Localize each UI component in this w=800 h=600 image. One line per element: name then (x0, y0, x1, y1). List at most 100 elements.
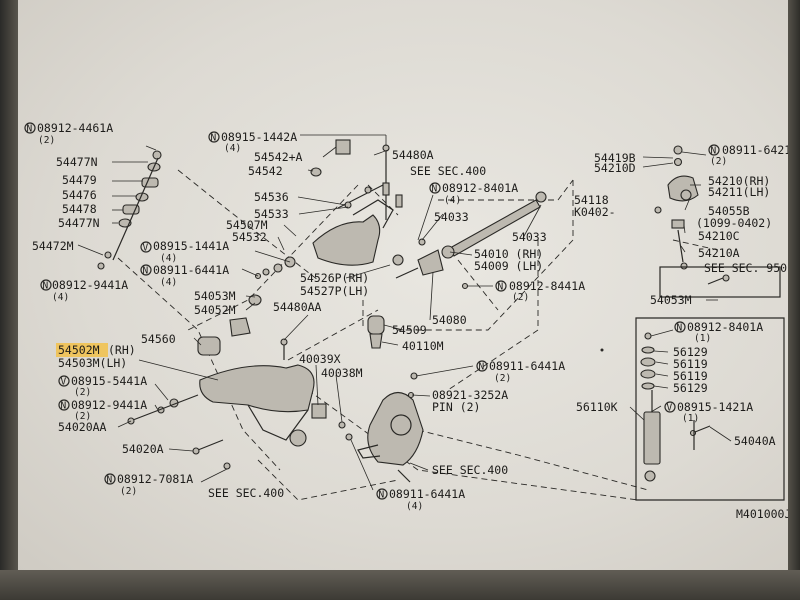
label-54502M: 54502M (58, 343, 100, 357)
label-08912-9441A: 08912-9441A (52, 278, 128, 292)
nut-part (461, 282, 469, 290)
bushing-part (122, 204, 140, 215)
washer-part (262, 268, 270, 276)
bolt-part (707, 277, 724, 285)
n-marker-icon (208, 131, 220, 143)
label-56110K: 56110K (576, 400, 618, 414)
label-40110M: 40110M (402, 339, 444, 353)
label-qty: (1) (694, 333, 711, 344)
bracket-54542A (335, 139, 351, 155)
label-54053M-right: 54053M (650, 293, 692, 307)
nut-part (680, 262, 688, 270)
label-40039X: 40039X (299, 352, 341, 366)
n-marker-icon (140, 264, 152, 276)
label-54560: 54560 (141, 332, 176, 346)
label-54542: 54542 (248, 164, 283, 178)
part-leader-lines (117, 134, 732, 491)
spacer-54210C (671, 219, 685, 229)
label-54479: 54479 (62, 173, 97, 187)
nut-part (644, 332, 652, 340)
svg-text:N: N (479, 362, 485, 373)
label-08912-8441A: 08912-8441A (509, 279, 585, 293)
n-marker-icon (674, 321, 686, 333)
monitor-bezel-left (0, 0, 20, 600)
label-qty: (2) (120, 486, 137, 497)
n-marker-icon (376, 488, 388, 500)
selected-part-highlight (56, 343, 108, 357)
n-marker-icon (476, 360, 488, 372)
anchor-bushing (680, 189, 692, 201)
n-marker-icon (24, 122, 36, 134)
label-08915-1442A: 08915-1442A (221, 130, 297, 144)
svg-text:N: N (143, 266, 149, 277)
label-56119-b: 56119 (673, 369, 708, 383)
svg-text:N: N (43, 281, 49, 292)
svg-text:N: N (211, 133, 217, 144)
label-54033-right: 54033 (512, 230, 547, 244)
bolt-part (395, 267, 419, 279)
bolt-54020AA (132, 394, 199, 421)
bumper-40110M (369, 333, 383, 349)
knuckle-body (367, 391, 424, 466)
torsion-end-54033 (535, 191, 547, 203)
bump-stop-54509 (367, 315, 385, 335)
svg-text:N: N (379, 490, 385, 501)
label-08912-4461A: 08912-4461A (37, 121, 113, 135)
label-54509: 54509 (392, 323, 427, 337)
svg-text:N: N (498, 282, 504, 293)
lower-control-arm (127, 317, 353, 470)
label-qty: (4) (406, 501, 423, 512)
nut-part (280, 338, 288, 346)
nut-part (97, 262, 105, 270)
nut-part (104, 251, 112, 259)
label-08912-8401A-right: 08912-8401A (687, 320, 763, 334)
diagram-id: M401000J (736, 507, 791, 521)
label-qty: (4) (224, 143, 241, 154)
svg-text:N: N (432, 184, 438, 195)
nut-part (654, 206, 662, 214)
label-08915-1441A: 08915-1441A (153, 239, 229, 253)
label-qty: (2) (38, 135, 55, 146)
bushing-part (141, 177, 159, 188)
nut-part (152, 150, 162, 160)
label-54055B: 54055B (708, 204, 750, 218)
label-qty: (1) (682, 413, 699, 424)
washer-part (364, 186, 372, 194)
parts-diagram-screen: N N N V N N N N V N N N N N V 08912-4461… (18, 0, 794, 572)
n-marker-icon (495, 280, 507, 292)
label-see-sec-400: SEE SEC.400 (410, 164, 486, 178)
label-54033: 54033 (434, 210, 469, 224)
svg-text:V: V (61, 377, 67, 388)
label-54477N: 54477N (56, 155, 98, 169)
label-54419B: 54419B (594, 151, 636, 165)
see-sec-950-box (659, 266, 781, 298)
label-54472M: 54472M (32, 239, 74, 253)
label-54020A: 54020A (122, 442, 164, 456)
anchor-arm-part (417, 249, 444, 276)
monitor-bezel-right (788, 0, 800, 600)
label-54020AA: 54020AA (58, 420, 107, 434)
shock-body-56110K (643, 411, 661, 465)
marker-letters: N N N V N N N N V N N N N N V (27, 124, 717, 501)
steering-knuckle (357, 372, 424, 483)
adjuster-bolt-54210A (677, 229, 684, 263)
label-08911-6421A: 08911-6421A (722, 143, 794, 157)
label-qty: (4) (52, 292, 69, 303)
label-qty: (4) (160, 253, 177, 264)
washer-part (673, 157, 683, 167)
torsion-anchor-group (654, 145, 781, 298)
label-54210C: 54210C (698, 229, 740, 243)
label-54536: 54536 (254, 190, 289, 204)
shock-absorber-group (635, 317, 785, 501)
label-54040A: 54040A (734, 434, 776, 448)
nut-part (345, 433, 353, 441)
label-54477N-lower: 54477N (58, 216, 100, 230)
knuckle-bore (390, 414, 412, 436)
nut-part (223, 462, 231, 470)
suspension-parts-diagram: N N N V N N N N V N N N N N V 08912-4461… (24, 121, 794, 521)
v-marker-icon (140, 241, 152, 253)
upper-link-body (312, 214, 381, 266)
label-54478: 54478 (62, 202, 97, 216)
v-marker-icon (664, 401, 676, 413)
label-pin: PIN (2) (432, 400, 480, 414)
